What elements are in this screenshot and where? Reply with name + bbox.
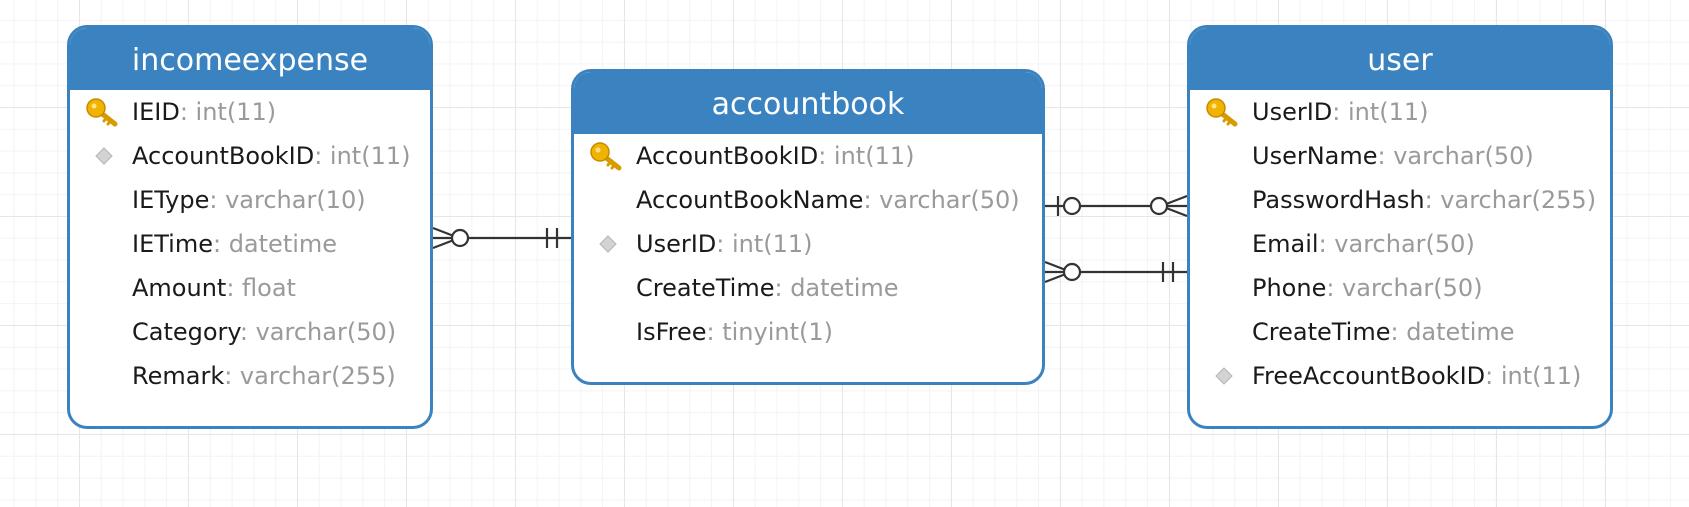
field-name: FreeAccountBookID — [1252, 362, 1486, 390]
primary-key-icon — [86, 98, 118, 127]
field-row[interactable]: Remark: varchar(255) — [70, 354, 430, 398]
field-name: Remark — [132, 362, 225, 390]
field-name: IEID — [132, 98, 180, 126]
field-row[interactable]: UserID: int(11) — [1190, 90, 1610, 134]
field-row[interactable]: CreateTime: datetime — [574, 266, 1042, 310]
field-type: : int(11) — [314, 142, 411, 170]
field-row[interactable]: Category: varchar(50) — [70, 310, 430, 354]
field-name: Phone — [1252, 274, 1327, 302]
field-row[interactable]: UserName: varchar(50) — [1190, 134, 1610, 178]
field-row[interactable]: UserID: int(11) — [574, 222, 1042, 266]
entity-title: accountbook — [574, 72, 1042, 134]
foreign-key-icon — [95, 147, 113, 165]
field-row[interactable]: CreateTime: datetime — [1190, 310, 1610, 354]
field-name: UserID — [1252, 98, 1333, 126]
field-type: : datetime — [212, 230, 338, 258]
primary-key-icon — [1206, 98, 1238, 127]
field-row[interactable]: IETime: datetime — [70, 222, 430, 266]
field-type: : float — [226, 274, 296, 302]
primary-key-icon — [590, 142, 622, 171]
field-type: : varchar(255) — [224, 362, 396, 390]
relationship-accountbook-user-owner — [1044, 260, 1187, 284]
field-name: IETime — [132, 230, 213, 258]
entity-incomeexpense[interactable]: incomeexpense IEID: int(11) AccountBookI… — [67, 25, 433, 429]
field-row[interactable]: Amount: float — [70, 266, 430, 310]
field-type: : int(11) — [818, 142, 915, 170]
field-type: : datetime — [774, 274, 899, 302]
field-row[interactable]: Email: varchar(50) — [1190, 222, 1610, 266]
field-type: : varchar(50) — [1318, 230, 1475, 258]
field-name: PasswordHash — [1252, 186, 1425, 214]
field-name: AccountBookID — [636, 142, 819, 170]
entity-accountbook[interactable]: accountbook AccountBookID: int(11) Accou… — [571, 69, 1045, 385]
field-type: : varchar(50) — [1377, 142, 1534, 170]
field-type: : tinyint(1) — [706, 318, 834, 346]
field-type: : datetime — [1390, 318, 1515, 346]
relationship-incomeexpense-accountbook — [432, 226, 571, 250]
field-name: IEType — [132, 186, 210, 214]
field-row[interactable]: Phone: varchar(50) — [1190, 266, 1610, 310]
field-row[interactable]: IEID: int(11) — [70, 90, 430, 134]
field-row[interactable]: PasswordHash: varchar(255) — [1190, 178, 1610, 222]
field-list: AccountBookID: int(11) AccountBookName: … — [574, 134, 1042, 354]
field-type: : varchar(10) — [209, 186, 366, 214]
field-name: CreateTime — [1252, 318, 1391, 346]
field-type: : int(11) — [716, 230, 813, 258]
field-type: : int(11) — [1332, 98, 1429, 126]
field-name: CreateTime — [636, 274, 775, 302]
field-row[interactable]: AccountBookName: varchar(50) — [574, 178, 1042, 222]
field-row[interactable]: FreeAccountBookID: int(11) — [1190, 354, 1610, 398]
field-type: : varchar(255) — [1424, 186, 1597, 214]
foreign-key-icon — [1215, 367, 1233, 385]
entity-title: user — [1190, 28, 1610, 90]
field-type: : varchar(50) — [1326, 274, 1483, 302]
entity-title: incomeexpense — [70, 28, 430, 90]
field-list: UserID: int(11) UserName: varchar(50) Pa… — [1190, 90, 1610, 398]
field-name: UserName — [1252, 142, 1378, 170]
relationship-accountbook-user-free — [1045, 194, 1188, 218]
entity-user[interactable]: user UserID: int(11) UserName: varchar(5… — [1187, 25, 1613, 429]
field-type: : int(11) — [1485, 362, 1582, 390]
field-row[interactable]: AccountBookID: int(11) — [574, 134, 1042, 178]
field-name: AccountBookID — [132, 142, 315, 170]
field-name: AccountBookName — [636, 186, 864, 214]
foreign-key-icon — [599, 235, 617, 253]
field-name: IsFree — [636, 318, 707, 346]
field-type: : varchar(50) — [863, 186, 1020, 214]
field-list: IEID: int(11) AccountBookID: int(11) IET… — [70, 90, 430, 398]
field-type: : varchar(50) — [239, 318, 397, 346]
field-row[interactable]: IsFree: tinyint(1) — [574, 310, 1042, 354]
field-type: : int(11) — [179, 98, 277, 126]
field-name: UserID — [636, 230, 717, 258]
field-row[interactable]: IEType: varchar(10) — [70, 178, 430, 222]
field-name: Category — [132, 318, 240, 346]
field-row[interactable]: AccountBookID: int(11) — [70, 134, 430, 178]
field-name: Email — [1252, 230, 1319, 258]
field-name: Amount — [132, 274, 227, 302]
